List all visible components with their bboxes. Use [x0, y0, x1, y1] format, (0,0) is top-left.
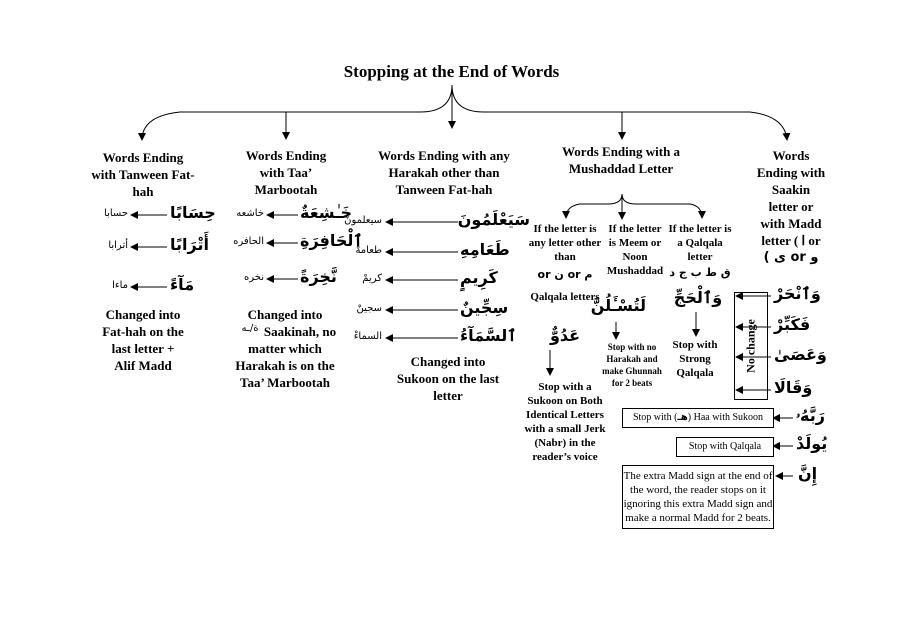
col4b-word: لَتُسْـَٔلُنَّ: [590, 296, 646, 315]
col4a-head-top: If the letter is any letter other than: [528, 223, 602, 263]
qalqala-box: Stop with Qalqala: [676, 437, 774, 457]
col5-word-yulad: يُولَدْ: [796, 434, 828, 453]
col4b-head: If the letter is Meem or Noon Mushaddad: [606, 223, 664, 277]
col1-result-3: ماءا: [112, 280, 128, 291]
col5-header-letter-line: letter ( ا or: [761, 233, 821, 248]
col5-word-2: فَكَبِّرْ: [774, 315, 811, 334]
no-change-label: No change: [743, 319, 758, 373]
col5-header: Words Ending with Saakin letter or with …: [744, 147, 838, 266]
col5-word-3: وَعَصَىٰ: [774, 345, 827, 364]
col1-result-1: حسابا: [104, 208, 128, 219]
col5-word-rabbah: رَبَّهُۥ: [796, 406, 825, 425]
col5-header-line-4: letter or: [768, 199, 814, 214]
col2-result-3: نخره: [244, 272, 264, 283]
page-title: Stopping at the End of Words: [343, 62, 560, 81]
col2-header: Words Ending with Taa’ Marbootah: [245, 148, 327, 197]
col3-word-5: ٱلسَّمَآءُ: [460, 326, 517, 345]
col4c-letters: ق ط ب ج د: [669, 266, 731, 279]
col3-header: Words Ending with any Harakah other than…: [378, 148, 510, 197]
col3-result-4: سجينْ: [356, 303, 382, 314]
col4a-note: Stop with a Sukoon on Both Identical Let…: [524, 381, 606, 463]
col5-header-line-2: Ending with: [756, 165, 826, 180]
col5-header-line-3: Saakin: [771, 182, 811, 197]
col5-header-last-line: و or ى ): [763, 250, 819, 265]
col3-word-4: سِجِّينٌ: [460, 298, 509, 317]
col3-result-2: طعامهْ: [355, 245, 382, 256]
col1-word-3: مَآءً: [170, 275, 195, 294]
col2-word-1: خَـٰشِعَةٌ: [300, 203, 353, 222]
col3-word-2: طَعَامِهِ: [460, 240, 510, 259]
col3-word-3: كَرِيمٍ: [460, 268, 498, 287]
haa-sukoon-box: Stop with (هـ) Haa with Sukoon: [622, 408, 774, 428]
col2-note-glyph: ة/ـه: [241, 323, 259, 334]
col3-result-5: السماءْ: [353, 331, 382, 342]
col3-word-1: سَيَعْلَمُونَ: [457, 210, 530, 229]
col4b-note: Stop with no Harakah and make Ghunnah fo…: [602, 342, 662, 388]
col1-word-2: أَتْرَابًا: [170, 235, 209, 254]
haa-box-pre: Stop with (: [632, 412, 678, 423]
col2-word-3: نَّخِرَةً: [300, 267, 337, 286]
col4c-head: If the letter is a Qalqala letter: [668, 223, 732, 263]
col4a-letters: م or ن or: [537, 268, 593, 281]
col2-note-line1: Changed into: [247, 307, 323, 322]
col5-word-1: وَٱنْحَرْ: [774, 284, 821, 303]
col1-header: Words Ending with Tanween Fat-hah: [91, 150, 195, 199]
col4c-word: وَٱلْحَجِّ: [673, 288, 723, 307]
col5-word-4: وَقَالَا: [774, 378, 813, 397]
col1-note: Changed into Fat-hah on the last letter …: [102, 307, 184, 373]
extra-madd-box: The extra Madd sign at the end of the wo…: [622, 465, 774, 529]
col3-result-1: سيعلمونْ: [344, 215, 382, 226]
haa-box-glyph: هـ: [677, 412, 688, 423]
col2-result-2: الحافره: [233, 236, 264, 247]
col2-result-1: خاشعه: [236, 208, 264, 219]
col4a-head-bottom: Qalqala letters: [530, 291, 600, 303]
no-change-box: No change: [734, 292, 768, 400]
col5-header-line-1: Words: [772, 148, 810, 163]
col5-header-line-5: with Madd: [760, 216, 822, 231]
col2-word-2: ٱلْحَافِرَةِ: [300, 231, 363, 250]
col3-note: Changed into Sukoon on the last letter: [396, 354, 500, 403]
col4a-word: عَدُوٌّ: [549, 326, 581, 345]
col3-result-3: كريمْ: [362, 273, 382, 284]
col5-word-inna: إِنَّ: [798, 464, 818, 483]
col4-header: Words Ending with a Mushaddad Letter: [561, 144, 681, 176]
col4c-note: Stop with Strong Qalqala: [672, 339, 718, 379]
haa-box-post: ) Haa with Sukoon: [687, 412, 764, 423]
col2-note-rest: Saakinah, no matter which Harakah is on …: [235, 324, 337, 390]
col1-word-1: حِسَابًا: [170, 203, 216, 222]
col1-result-2: أترابا: [108, 240, 128, 251]
